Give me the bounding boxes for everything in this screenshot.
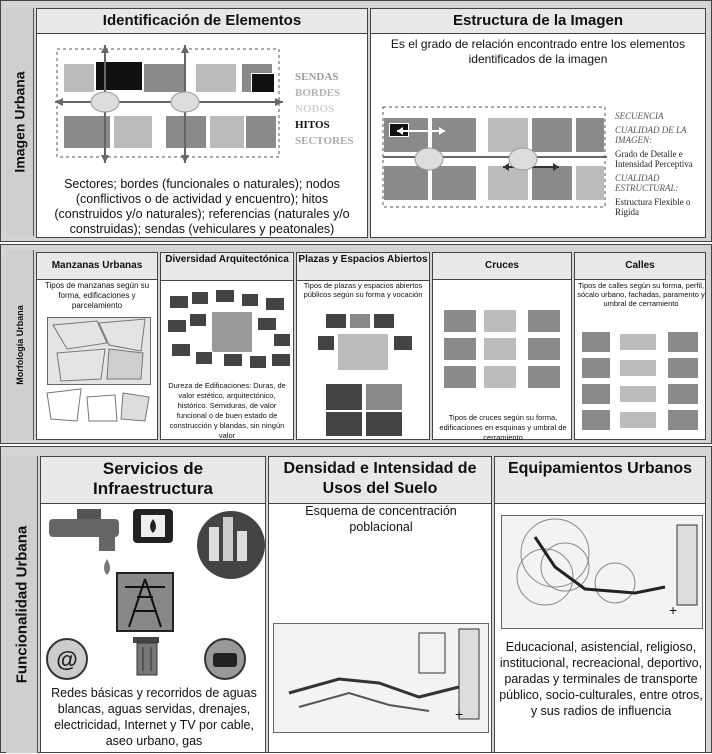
secuencia-lines <box>382 106 607 208</box>
legend-secuencia: SECUENCIA <box>615 111 664 121</box>
gas-heater-icon <box>133 509 173 543</box>
densidad-panel: Densidad e Intensidad de Usos del Suelo … <box>268 456 492 753</box>
plazas-description: Tipos de plazas y espacios abiertos públ… <box>303 281 423 299</box>
equipamientos-map <box>501 515 703 629</box>
identificacion-title: Identificación de Elementos <box>37 9 367 34</box>
trash-can-icon <box>133 637 159 676</box>
identificacion-diagram <box>55 45 283 163</box>
imagen-urbana-label: Imagen Urbana <box>11 71 28 173</box>
funcionalidad-label: Funcionalidad Urbana <box>13 525 31 684</box>
diversidad-panel: Diversidad Arquitectónica Dureza de Edif… <box>160 252 294 440</box>
legend-cualidad-estructural: CUALIDAD ESTRUCTURAL: <box>615 173 679 193</box>
email-icon: @ <box>46 638 88 680</box>
estructura-diagram <box>382 106 607 208</box>
cruces-description: Tipos de cruces según su forma, edificac… <box>439 413 567 442</box>
estructura-title: Estructura de la Imagen <box>371 9 705 34</box>
densidad-description: Esquema de concentración poblacional <box>305 504 457 534</box>
equipamientos-title: Equipamientos Urbanos <box>495 457 705 504</box>
legend-cualidad-imagen-desc: Grado de Detalle e Intensidad Perceptiva <box>615 149 693 169</box>
legend-nodos: NODOS <box>295 103 335 115</box>
identificacion-description: Sectores; bordes (funcionales o naturale… <box>54 177 350 236</box>
cruces-title: Cruces <box>433 253 571 280</box>
morfologia-label: Morfología Urbana <box>14 305 25 385</box>
legend-sendas: SENDAS <box>295 71 339 83</box>
svg-text:+: + <box>669 602 677 618</box>
power-tower-icon <box>116 572 174 632</box>
manzanas-description: Tipos de manzanas según su forma, edific… <box>44 281 150 310</box>
calles-description: Tipos de calles según su forma, perfil, … <box>577 281 705 308</box>
telephone-icon <box>204 638 246 680</box>
morfologia-side-label: Morfología Urbana <box>6 250 34 440</box>
equipamientos-map-drawing: + <box>516 518 698 618</box>
city-globe-icon <box>197 511 265 579</box>
identificacion-panel: Identificación de Elementos SENDAS BORDE… <box>36 8 368 238</box>
diversidad-description: Dureza de Edificaciones: Duras, de valor… <box>168 381 286 440</box>
servicios-panel: Servicios de Infraestructura @ <box>40 456 266 753</box>
diversidad-title: Diversidad Arquitectónica <box>161 253 293 281</box>
svg-text:@: @ <box>56 647 77 672</box>
estructura-description: Es el grado de relación encontrado entre… <box>390 37 686 66</box>
legend-bordes: BORDES <box>295 87 341 99</box>
equipamientos-panel: Equipamientos Urbanos + Educacional, asi… <box>494 456 706 753</box>
legend-cualidad-imagen: CUALIDAD DE LA IMAGEN: <box>615 125 687 145</box>
calles-panel: Calles Tipos de calles según su forma, p… <box>574 252 706 440</box>
cruces-panel: Cruces Tipos de cruces según su forma, e… <box>432 252 572 442</box>
legend-cualidad-estructural-desc: Estructura Flexible o Rígida <box>615 197 691 217</box>
calles-title: Calles <box>575 253 705 280</box>
imagen-urbana-side-label: Imagen Urbana <box>6 8 34 236</box>
servicios-icons: @ <box>46 509 265 680</box>
equipamientos-description: Educacional, asistencial, religioso, ins… <box>499 640 703 718</box>
densidad-title: Densidad e Intensidad de Usos del Suelo <box>269 457 491 504</box>
manzanas-blocks <box>46 318 150 422</box>
estructura-panel: Estructura de la Imagen Es el grado de r… <box>370 8 706 238</box>
manzanas-title: Manzanas Urbanas <box>37 253 157 280</box>
funcionalidad-side-label: Funcionalidad Urbana <box>6 456 38 753</box>
svg-text:+: + <box>455 706 463 722</box>
sendas-lines <box>55 45 283 163</box>
servicios-title: Servicios de Infraestructura <box>41 457 265 504</box>
legend-sectores: SECTORES <box>295 135 354 147</box>
servicios-description: Redes básicas y recorridos de aguas blan… <box>51 686 257 748</box>
plazas-title: Plazas y Espacios Abiertos <box>297 253 429 281</box>
plazas-panel: Plazas y Espacios Abiertos Tipos de plaz… <box>296 252 430 440</box>
water-tap-icon <box>49 509 119 575</box>
densidad-map-drawing: + <box>288 628 480 722</box>
legend-hitos: HITOS <box>295 119 330 131</box>
manzanas-panel: Manzanas Urbanas Tipos de manzanas según… <box>36 252 158 440</box>
densidad-map <box>273 623 489 733</box>
